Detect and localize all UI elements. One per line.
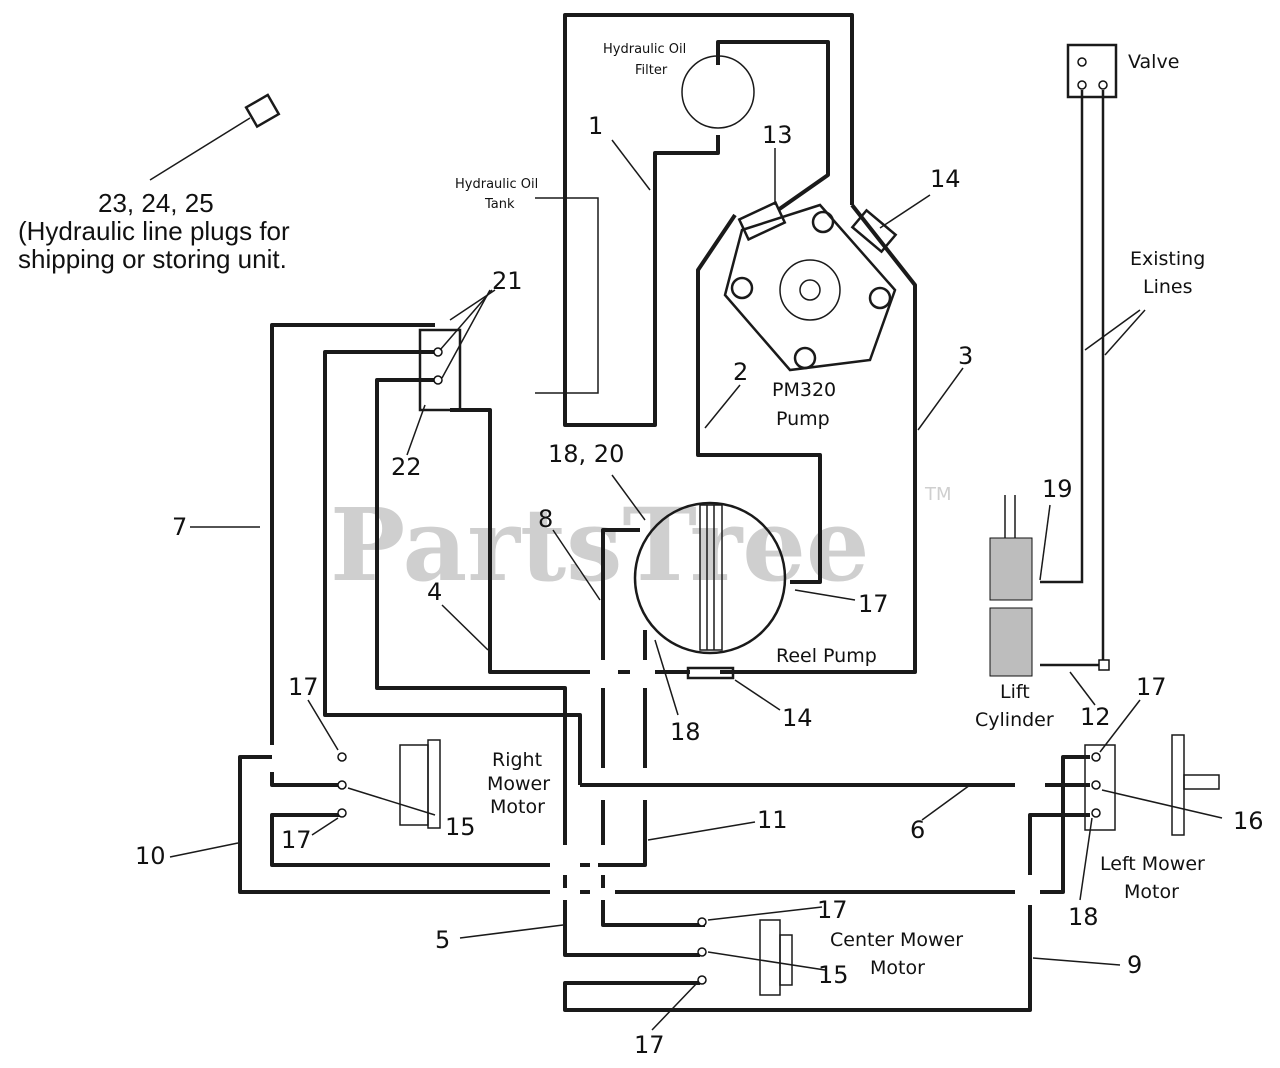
label-existing-line2: Lines xyxy=(1143,276,1193,298)
oil-filter xyxy=(681,55,755,129)
hose-9 xyxy=(563,813,1090,1012)
callout-22: 22 xyxy=(391,453,422,481)
label-lift-line1: Lift xyxy=(1000,681,1030,703)
label-filter-line2: Filter xyxy=(635,63,668,78)
hose-rmm-bottom xyxy=(270,813,590,867)
label-filter-line1: Hydraulic Oil xyxy=(603,42,686,57)
label-lmm-line2: Motor xyxy=(1124,881,1179,903)
callout-17-reel: 17 xyxy=(858,590,889,618)
label-pump-line1: PM320 xyxy=(772,379,836,401)
callout-17-cmm-bottom: 17 xyxy=(634,1031,665,1059)
callout-15-center: 15 xyxy=(818,961,849,989)
callout-18-20: 18, 20 xyxy=(548,440,624,468)
label-rmm-line2: Mower xyxy=(487,773,550,795)
callout-16: 16 xyxy=(1233,807,1264,835)
label-plug-line3: shipping or storing unit. xyxy=(18,244,287,274)
callout-15-right: 15 xyxy=(445,813,476,841)
callout-8: 8 xyxy=(538,505,553,533)
callout-19: 19 xyxy=(1042,475,1073,503)
hose-7 xyxy=(270,323,435,787)
fitting-12 xyxy=(1098,659,1110,671)
callout-18-lmm: 18 xyxy=(1068,903,1099,931)
pm320-pump xyxy=(723,200,898,372)
label-plug-line2: (Hydraulic line plugs for xyxy=(18,216,290,246)
valve-21 xyxy=(418,328,462,412)
label-reel-pump: Reel Pump xyxy=(776,645,877,667)
callout-17-rmm-top: 17 xyxy=(288,673,319,701)
leader-lines xyxy=(149,117,1223,1031)
label-rmm-line3: Motor xyxy=(490,796,545,818)
callout-17-rmm-bottom: 17 xyxy=(281,826,312,854)
lift-cylinder xyxy=(989,495,1033,677)
hydraulic-line-plug xyxy=(244,93,281,129)
watermark: PartsTree xyxy=(330,486,870,604)
hose-21c xyxy=(375,378,700,957)
hose-reel-out xyxy=(598,630,647,867)
callout-2: 2 xyxy=(733,358,748,386)
callout-12: 12 xyxy=(1080,703,1111,731)
callout-9: 9 xyxy=(1127,951,1142,979)
existing-line-a xyxy=(1040,90,1084,584)
callout-5: 5 xyxy=(435,926,450,954)
valve-top-right xyxy=(1066,43,1118,99)
label-cmm-line1: Center Mower xyxy=(830,929,963,951)
callout-6: 6 xyxy=(910,816,925,844)
watermark-tm: TM xyxy=(924,484,952,505)
right-mower-motor xyxy=(337,739,441,829)
label-lmm-line1: Left Mower xyxy=(1100,853,1205,875)
callout-10: 10 xyxy=(135,842,166,870)
callout-17-cmm-top: 17 xyxy=(817,896,848,924)
label-existing-line1: Existing xyxy=(1130,248,1205,270)
callout-17-lmm: 17 xyxy=(1136,673,1167,701)
label-rmm-line1: Right xyxy=(492,749,542,771)
label-tank-line2: Tank xyxy=(484,197,515,212)
left-mower-motor xyxy=(1084,734,1220,836)
callout-3: 3 xyxy=(958,342,973,370)
label-plug-line1: 23, 24, 25 xyxy=(98,188,214,218)
hose-4 xyxy=(450,408,690,674)
hose-1 xyxy=(563,13,854,427)
hose-2 xyxy=(696,213,822,584)
hose-21b xyxy=(323,350,582,785)
callout-14-bottom: 14 xyxy=(782,704,813,732)
callout-11: 11 xyxy=(757,806,788,834)
hose-8 xyxy=(601,528,705,927)
label-valve: Valve xyxy=(1128,51,1179,73)
tank-outline xyxy=(535,197,599,394)
hose-10 xyxy=(238,755,1090,894)
callout-13: 13 xyxy=(762,121,793,149)
label-tank-line1: Hydraulic Oil xyxy=(455,177,538,192)
center-mower-motor xyxy=(697,917,793,996)
callout-4: 4 xyxy=(427,578,442,606)
callout-1: 1 xyxy=(588,112,603,140)
label-pump-line2: Pump xyxy=(776,408,830,430)
hose-3 xyxy=(720,203,917,674)
label-lift-line2: Cylinder xyxy=(975,709,1054,731)
callout-21: 21 xyxy=(492,267,523,295)
label-cmm-line2: Motor xyxy=(870,957,925,979)
callout-14-top: 14 xyxy=(930,165,961,193)
callout-7: 7 xyxy=(172,513,187,541)
callout-18-reel: 18 xyxy=(670,718,701,746)
